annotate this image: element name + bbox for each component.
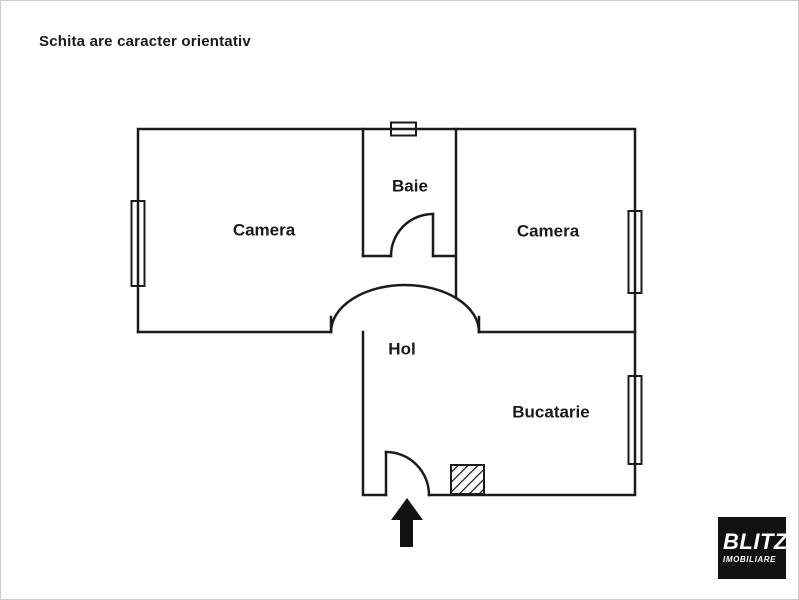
wall-hol-left-and-bottom [361,330,388,497]
room-label-baie: Baie [392,176,428,195]
entrance-arrow-icon [391,498,423,547]
room-label-bucatarie: Bucatarie [512,402,589,421]
logo-brand-text: BLITZ [723,529,788,555]
window-camera-left [130,199,146,288]
baie-door-arc [389,212,435,258]
room-label-hol: Hol [388,339,415,358]
entrance-door-arc [384,450,431,497]
shaft-hatch-box [450,464,485,495]
room-label-camera-right: Camera [517,221,580,240]
window-bucatarie [627,374,643,466]
logo-tagline-text: IMOBILIARE [723,554,777,564]
window-baie-vent [389,121,418,137]
archway-arc [329,283,481,334]
brand-logo: BLITZ IMOBILIARE [718,517,788,579]
room-label-camera-left: Camera [233,220,296,239]
wall-outer [136,127,637,497]
disclaimer-text: Schita are caracter orientativ [39,33,251,50]
window-camera-right [627,209,643,295]
